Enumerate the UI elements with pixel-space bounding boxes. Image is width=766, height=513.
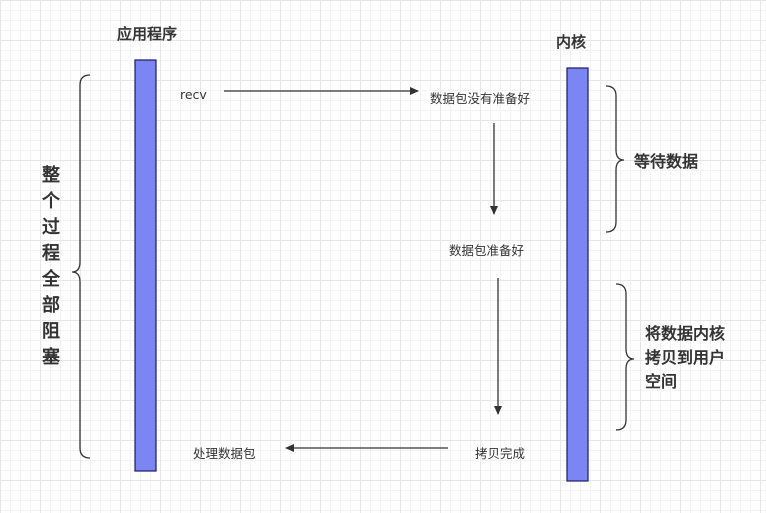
app-lifeline-bar (134, 59, 157, 472)
ready-label: 数据包准备好 (449, 243, 525, 258)
not-ready-label: 数据包没有准备好 (430, 91, 531, 106)
copy-annotation-line1: 将数据内核 (645, 324, 726, 343)
kernel-column-title: 内核 (556, 33, 587, 51)
kernel-lifeline-bar (566, 67, 589, 482)
wait-brace (605, 85, 625, 233)
process-label: 处理数据包 (193, 446, 256, 461)
copy-annotation-line2: 拷贝到用户 (645, 348, 726, 367)
copy-annotation-line3: 空间 (645, 372, 678, 391)
copy-done-label: 拷贝完成 (475, 446, 526, 461)
copy-brace (615, 283, 635, 431)
app-column-title: 应用程序 (117, 25, 178, 43)
blocked-brace (71, 74, 91, 459)
wait-data-annotation: 等待数据 (634, 152, 699, 171)
blocked-annotation: 整个过程全部阻塞 (42, 165, 60, 368)
recv-label: recv (180, 87, 207, 102)
